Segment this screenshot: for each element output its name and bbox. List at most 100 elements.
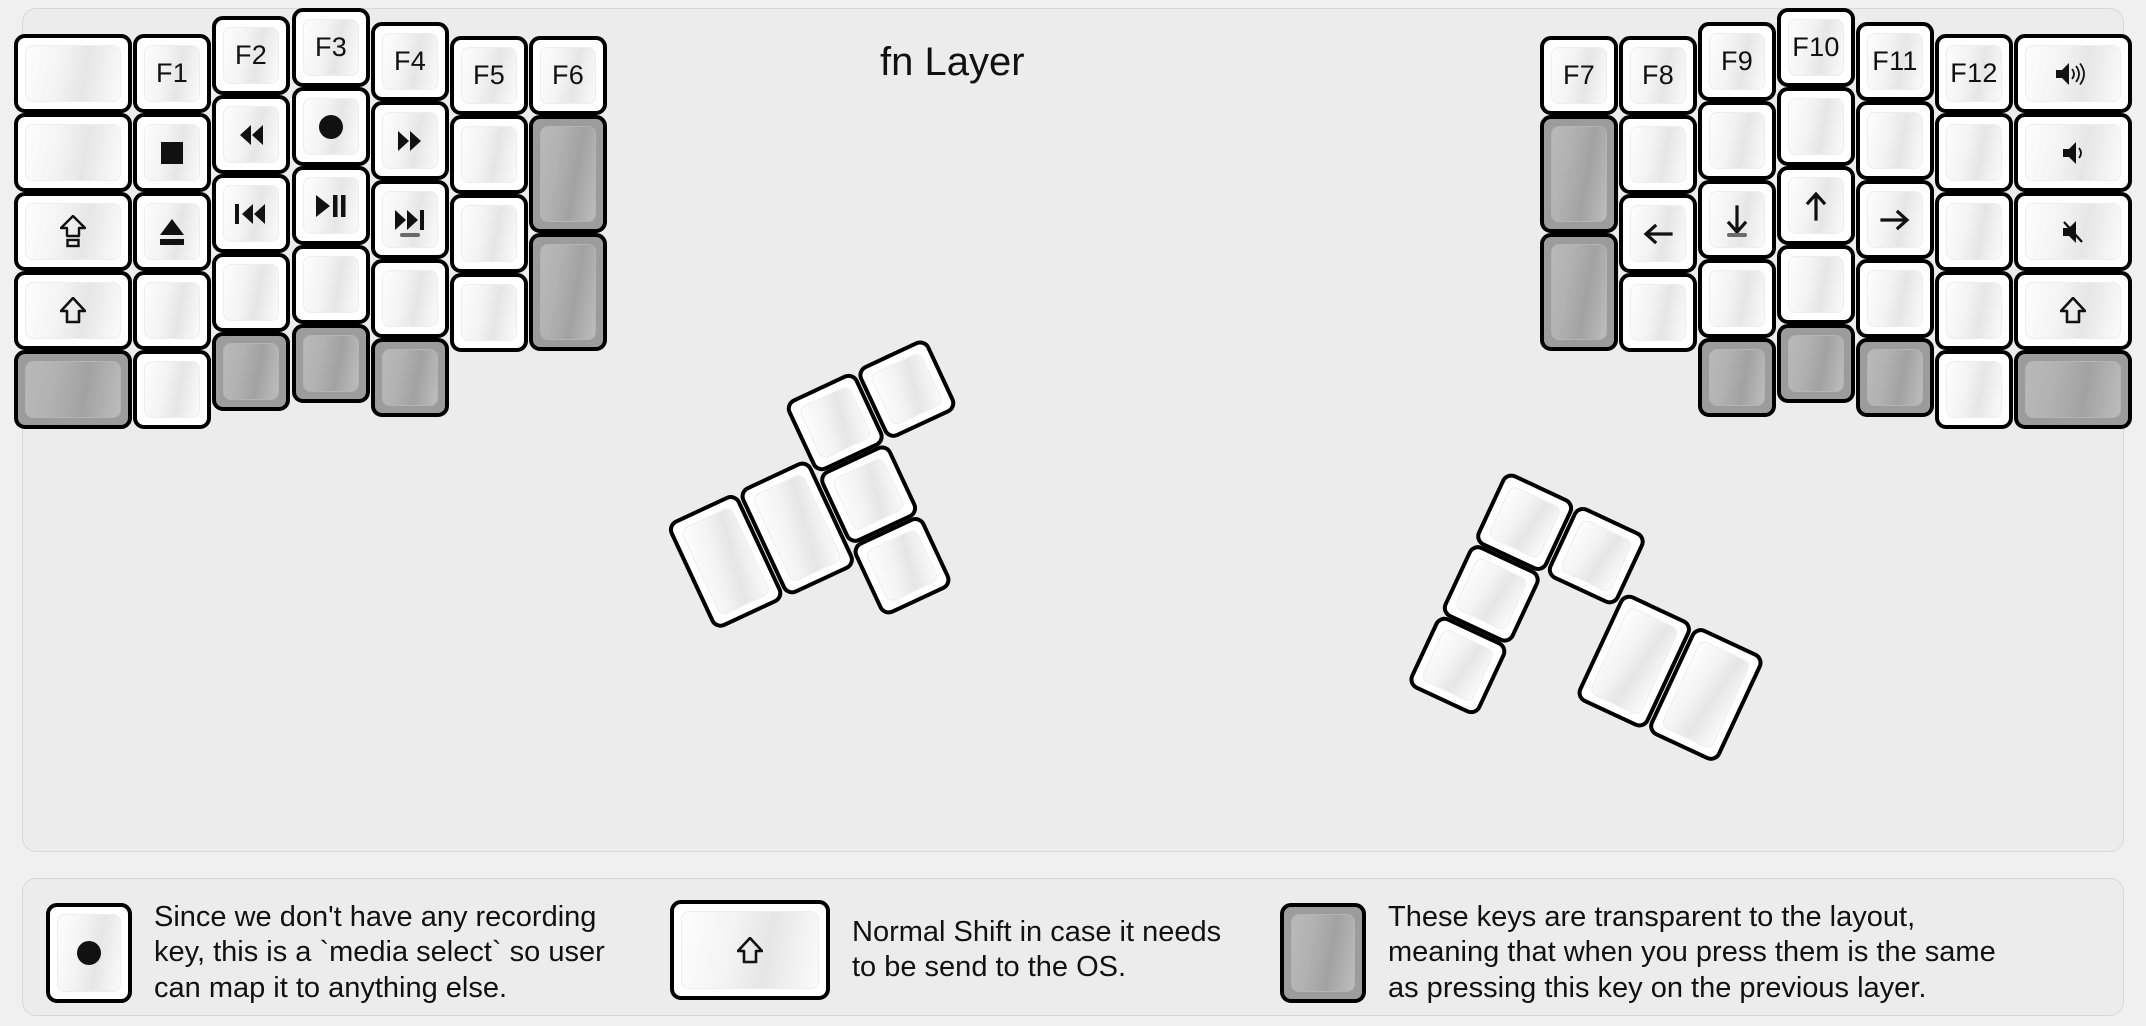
right-col-pinky-r-key-1[interactable]: F12 (1935, 34, 2013, 113)
keycap-face (57, 914, 121, 993)
left-col-ring-key-1[interactable]: F2 (212, 16, 290, 95)
page-title: fn Layer (880, 40, 1025, 84)
right-col-inner-1-r-key-1[interactable]: F8 (1619, 36, 1697, 115)
left-col-inner-1-key-1[interactable]: F5 (450, 36, 528, 115)
keycap-face (1946, 282, 2002, 339)
keycap-face (382, 270, 438, 327)
keycap-face (1551, 47, 1607, 104)
keycap-face (25, 45, 121, 102)
homing-bump-indicator (400, 233, 420, 237)
right-col-inner-2-r-key-3[interactable] (1540, 233, 1618, 351)
left-col-pinky-key-4[interactable] (133, 271, 211, 350)
left-col-inner-1-key-4[interactable] (450, 273, 528, 352)
keycap-face (1551, 126, 1607, 222)
right-col-index-r-key-1[interactable]: F9 (1698, 22, 1776, 101)
keycap-face (1487, 484, 1563, 560)
right-col-index-r-key-5[interactable] (1698, 338, 1776, 417)
left-col-index-key-2[interactable] (371, 101, 449, 180)
right-col-pinky-outer-r-key-3[interactable] (2014, 192, 2132, 271)
right-col-inner-1-r-key-3[interactable] (1619, 194, 1697, 273)
keycap-face (1709, 349, 1765, 406)
left-col-ring-key-4[interactable] (212, 253, 290, 332)
left-col-middle-key-3[interactable] (292, 166, 370, 245)
keycap-face (1630, 47, 1686, 104)
keycap-face (540, 47, 596, 104)
legend-key-record (46, 903, 132, 1004)
keycap-face (1788, 177, 1844, 234)
keycap-face (1630, 126, 1686, 183)
left-col-ring-key-5[interactable] (212, 332, 290, 411)
right-col-middle-r-key-5[interactable] (1777, 324, 1855, 403)
right-col-ring-r-key-4[interactable] (1856, 259, 1934, 338)
left-col-ring-key-3[interactable] (212, 174, 290, 253)
left-col-pinky-key-1[interactable]: F1 (133, 34, 211, 113)
keycap-face (1867, 112, 1923, 169)
left-col-pinky-key-3[interactable] (133, 192, 211, 271)
left-col-pinky-outer-key-5[interactable] (14, 350, 132, 429)
keycap-face (2025, 45, 2121, 102)
left-col-inner-2-key-2[interactable] (529, 115, 607, 233)
right-col-pinky-r-key-5[interactable] (1935, 350, 2013, 429)
left-col-middle-key-5[interactable] (292, 324, 370, 403)
left-col-pinky-outer-key-2[interactable] (14, 113, 132, 192)
left-col-pinky-key-5[interactable] (133, 350, 211, 429)
left-col-inner-1-key-2[interactable] (450, 115, 528, 194)
right-col-ring-r-key-5[interactable] (1856, 338, 1934, 417)
right-col-pinky-r-key-3[interactable] (1935, 192, 2013, 271)
right-col-middle-r-key-4[interactable] (1777, 245, 1855, 324)
left-col-index-key-1[interactable]: F4 (371, 22, 449, 101)
right-col-pinky-outer-r-key-2[interactable] (2014, 113, 2132, 192)
keycap-face (869, 351, 945, 427)
left-col-pinky-outer-key-4[interactable] (14, 271, 132, 350)
left-col-middle-key-4[interactable] (292, 245, 370, 324)
keycap-face (2025, 124, 2121, 181)
right-col-index-r-key-3[interactable] (1698, 180, 1776, 259)
keycap-face (25, 124, 121, 181)
keycap-face (144, 361, 200, 418)
left-col-index-key-3[interactable] (371, 180, 449, 259)
right-col-index-r-key-2[interactable] (1698, 101, 1776, 180)
keycap-face (382, 112, 438, 169)
keycap-face (223, 106, 279, 163)
legend-sample-key-transparent-key-note (1280, 903, 1366, 1004)
left-col-pinky-outer-key-1[interactable] (14, 34, 132, 113)
keycap-face (1453, 556, 1529, 632)
left-col-middle-key-2[interactable] (292, 87, 370, 166)
keycap-face (1867, 33, 1923, 90)
right-col-index-r-key-4[interactable] (1698, 259, 1776, 338)
keycap-face (1867, 349, 1923, 406)
right-col-ring-r-key-1[interactable]: F11 (1856, 22, 1934, 101)
right-col-pinky-r-key-4[interactable] (1935, 271, 2013, 350)
right-col-middle-r-key-2[interactable] (1777, 87, 1855, 166)
homing-bump-indicator (1727, 233, 1747, 237)
right-col-pinky-r-key-2[interactable] (1935, 113, 2013, 192)
keycap-face (1630, 205, 1686, 262)
right-col-middle-r-key-1[interactable]: F10 (1777, 8, 1855, 87)
keycap-face (461, 126, 517, 183)
left-col-pinky-key-2[interactable] (133, 113, 211, 192)
keycap-face (25, 203, 121, 260)
left-col-index-key-4[interactable] (371, 259, 449, 338)
right-col-ring-r-key-3[interactable] (1856, 180, 1934, 259)
left-col-middle-key-1[interactable]: F3 (292, 8, 370, 87)
left-col-inner-2-key-3[interactable] (529, 233, 607, 351)
right-col-pinky-outer-r-key-4[interactable] (2014, 271, 2132, 350)
left-col-inner-2-key-1[interactable]: F6 (529, 36, 607, 115)
keycap-face (1709, 112, 1765, 169)
right-col-middle-r-key-3[interactable] (1777, 166, 1855, 245)
left-col-ring-key-2[interactable] (212, 95, 290, 174)
keycap-face (1946, 45, 2002, 102)
left-col-pinky-outer-key-3[interactable] (14, 192, 132, 271)
right-col-pinky-outer-r-key-5[interactable] (2014, 350, 2132, 429)
legend-text-transparent: These keys are transparent to the layout… (1388, 901, 1996, 1004)
left-col-inner-1-key-3[interactable] (450, 194, 528, 273)
right-col-inner-1-r-key-4[interactable] (1619, 273, 1697, 352)
keycap-face (25, 361, 121, 418)
right-col-inner-2-r-key-1[interactable]: F7 (1540, 36, 1618, 115)
right-col-inner-2-r-key-2[interactable] (1540, 115, 1618, 233)
right-col-pinky-outer-r-key-1[interactable] (2014, 34, 2132, 113)
left-col-index-key-5[interactable] (371, 338, 449, 417)
right-col-inner-1-r-key-2[interactable] (1619, 115, 1697, 194)
right-col-ring-r-key-2[interactable] (1856, 101, 1934, 180)
